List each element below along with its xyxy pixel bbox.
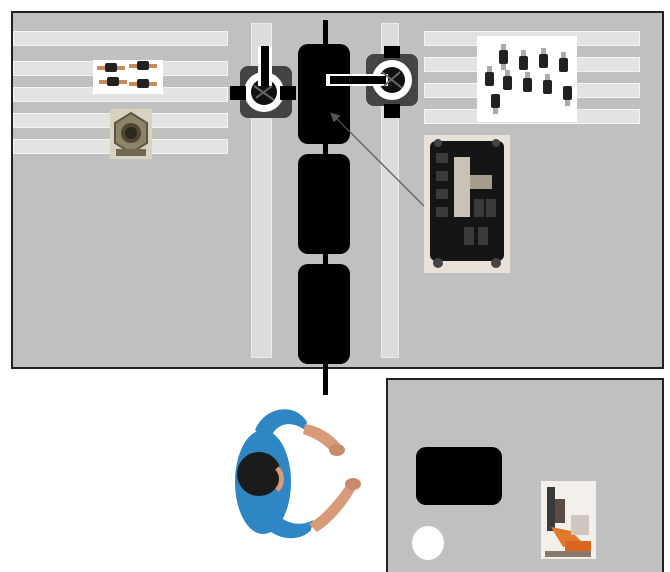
hex-nut-icon [110,109,152,159]
operator-icon [225,392,375,567]
left-rail [251,23,272,358]
cart-2 [298,154,350,254]
cart-3 [298,264,350,364]
left-shelf-1 [13,31,228,46]
cart-1 [298,44,350,144]
fuse-pair-icon [93,60,163,94]
robot-gripper-icon [541,481,596,559]
right-rail [381,23,399,358]
fuse-box-icon [424,135,510,273]
fuse-strip-icon [477,36,577,122]
inset-cart [416,447,502,505]
target-marker [412,526,444,560]
